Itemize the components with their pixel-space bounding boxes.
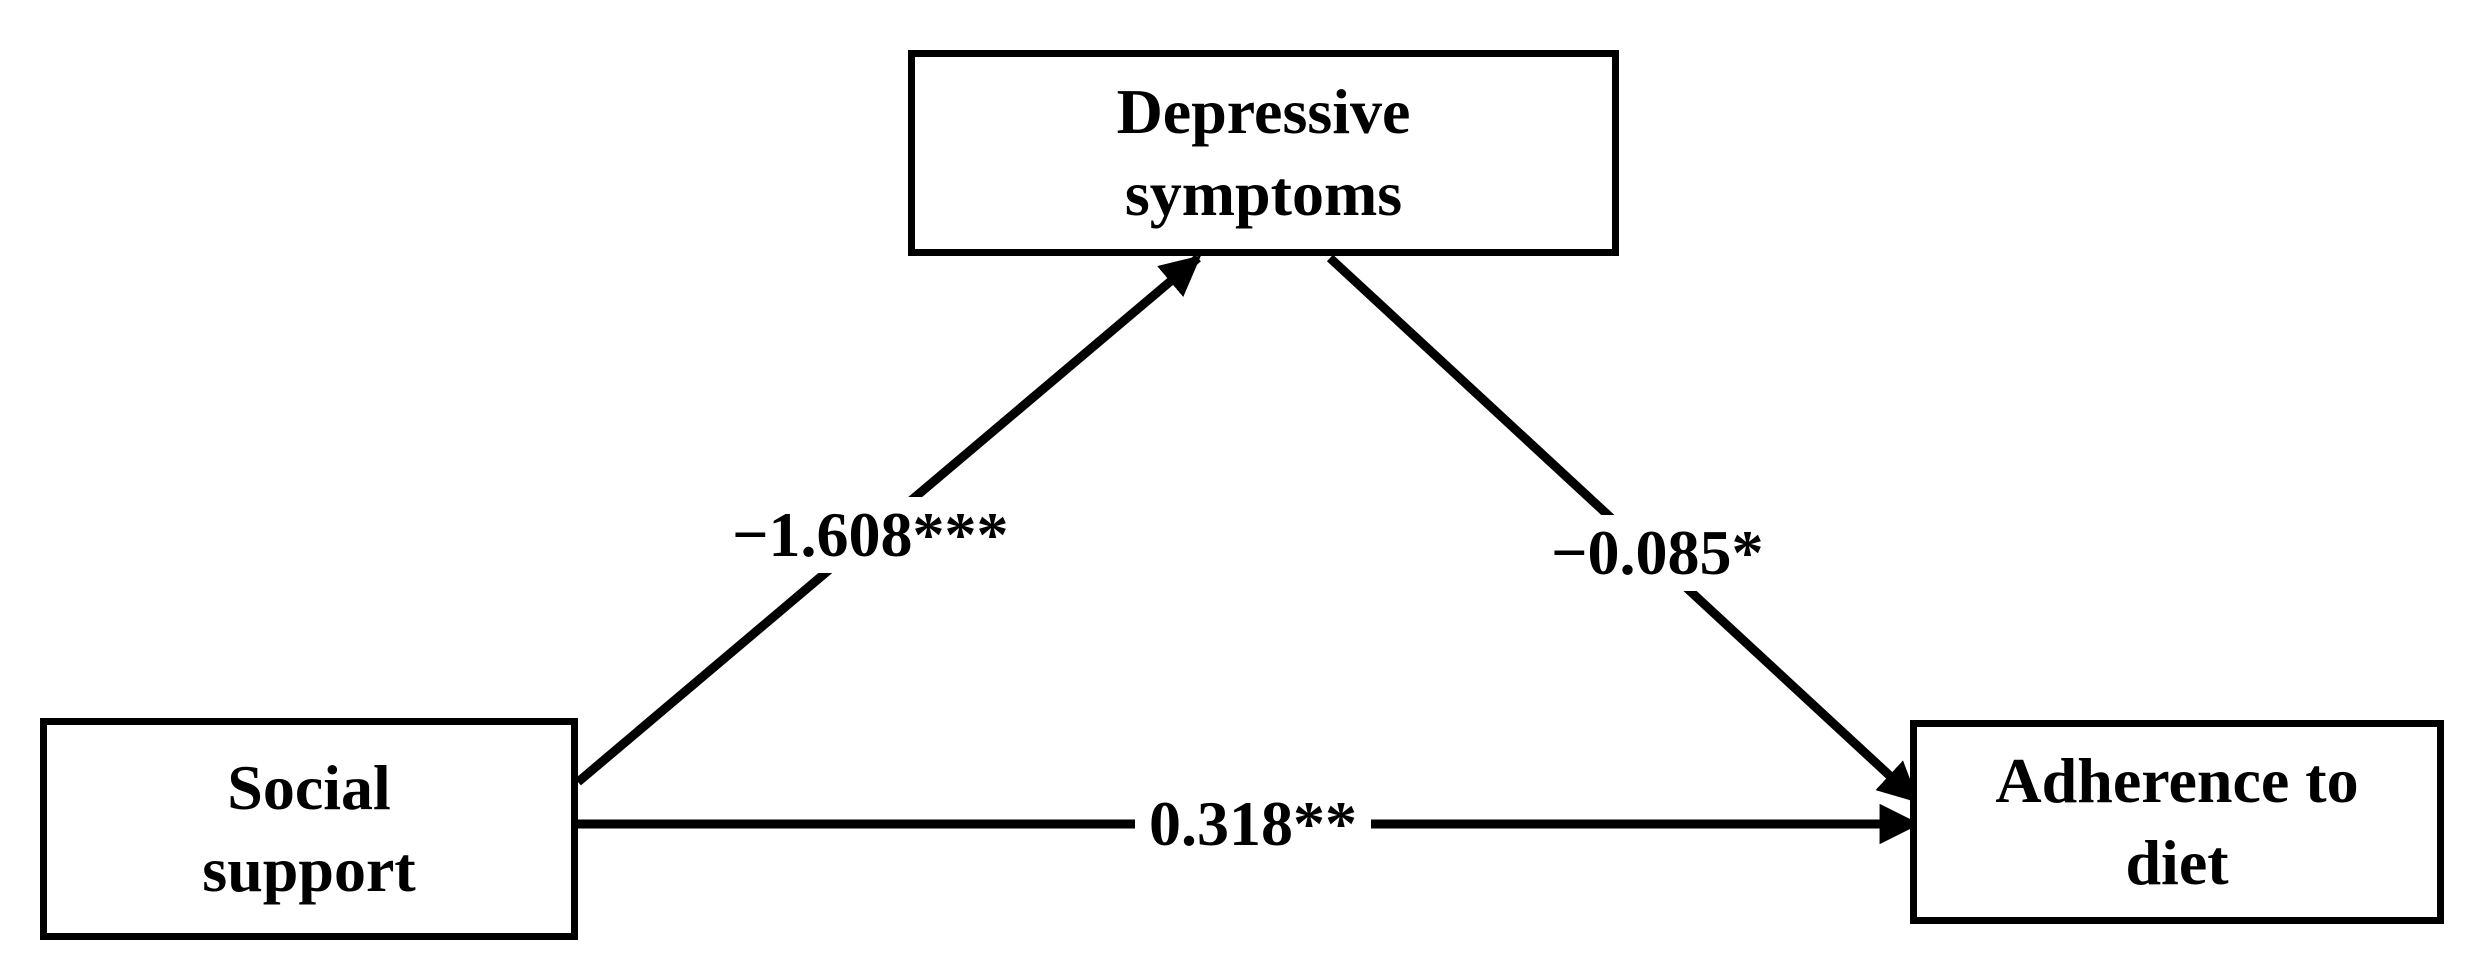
node-adherence-to-diet: Adherence to diet: [1910, 720, 2444, 924]
node-social-support-line-2: support: [202, 834, 416, 905]
node-depressive-symptoms: Depressive symptoms: [908, 50, 1619, 256]
node-social-support: Social support: [40, 718, 578, 940]
node-depressive-symptoms-line-2: symptoms: [1124, 158, 1403, 229]
node-adherence-to-diet-line-1: Adherence to: [1995, 745, 2359, 816]
node-social-support-line-1: Social: [227, 752, 391, 823]
path-coefficient-depressive-to-adherence: −0.085*: [1537, 515, 1778, 591]
path-coefficient-social-to-depressive: −1.608***: [718, 497, 1023, 573]
node-adherence-to-diet-line-2: diet: [2125, 827, 2229, 898]
path-coefficient-social-to-adherence: 0.318**: [1135, 786, 1371, 862]
node-depressive-symptoms-line-1: Depressive: [1116, 76, 1411, 147]
